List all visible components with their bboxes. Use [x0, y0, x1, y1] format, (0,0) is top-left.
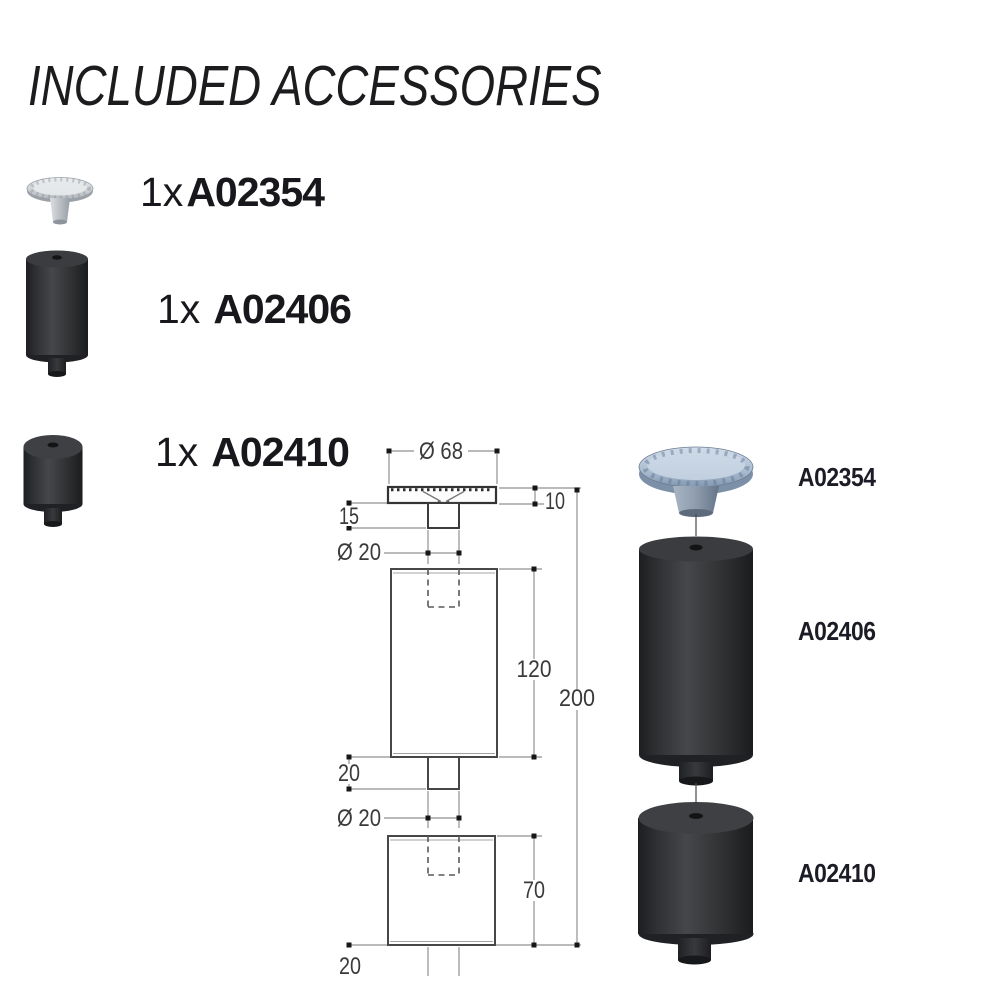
exploded-view: [638, 446, 754, 965]
quantity-label: 1x: [157, 286, 201, 332]
short-spacer-side-view: [387, 835, 496, 946]
short-spacer-icon: [23, 435, 83, 527]
exploded-part-label-a02354: A02354: [798, 462, 876, 492]
dim-overall-height: 200: [559, 685, 595, 712]
dimension-label-backgrounds: [336, 441, 598, 901]
upper-stub-side-view: [427, 756, 460, 790]
dim-upper-stub-height: 20: [338, 760, 360, 787]
disc-stem-side-view: [427, 502, 460, 529]
dim-disc-diameter: Ø 68: [419, 438, 463, 465]
dim-lower-stub-height: 20: [339, 953, 361, 980]
accessory-item-text: 1x A02410: [155, 429, 350, 475]
render-short-spacer-a02410: [638, 802, 754, 965]
tall-spacer-icon: [26, 250, 88, 377]
dimension-labels: Ø 68 10 15 Ø 20 120 200 20 Ø 20 70 20: [337, 438, 595, 980]
accessory-item-text: 1xA02354: [140, 169, 325, 215]
part-number: A02410: [211, 429, 350, 475]
render-disc-a02354: [638, 446, 754, 517]
hidden-bore-lower: [427, 836, 460, 876]
accessory-item-text: 1x A02406: [157, 286, 352, 332]
accessory-item-a02406: 1x A02406: [24, 246, 352, 385]
dim-stub-diameter: Ø 20: [337, 805, 381, 832]
page-title: INCLUDED ACCESSORIES: [28, 54, 602, 118]
render-tall-spacer-a02406: [639, 536, 753, 786]
part-outlines: [386, 485, 498, 946]
exploded-part-label-a02410: A02410: [798, 858, 876, 888]
dim-stem-height: 15: [339, 503, 359, 530]
part-number: A02354: [186, 169, 325, 215]
accessory-item-a02354: 1xA02354: [22, 170, 325, 233]
accessory-item-a02410: 1x A02410: [22, 430, 350, 533]
hidden-bore-upper: [427, 569, 460, 608]
tall-spacer-side-view: [390, 568, 498, 758]
exploded-part-label-a02406: A02406: [798, 616, 876, 646]
thumb-disc-icon: [26, 177, 94, 225]
quantity-label: 1x: [155, 429, 199, 475]
dimension-endpoints: [346, 448, 580, 948]
part-number: A02406: [213, 286, 352, 332]
dim-body-height: 120: [517, 656, 552, 683]
dim-stem-diameter: Ø 20: [337, 539, 381, 566]
technical-drawing: Ø 68 10 15 Ø 20 120 200 20 Ø 20 70 20: [336, 438, 598, 980]
dim-disc-thickness: 10: [545, 488, 565, 515]
quantity-label: 1x: [140, 169, 184, 215]
dim-lower-body-height: 70: [523, 877, 545, 904]
